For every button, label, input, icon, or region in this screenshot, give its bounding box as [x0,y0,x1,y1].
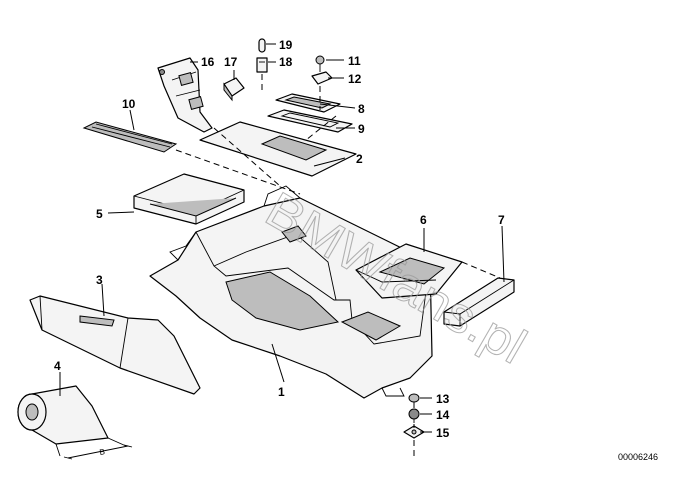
part-2-cover [199,121,357,177]
part-13-nut [408,393,420,403]
part-1-console [149,185,433,399]
callout-19: 19 [279,38,293,52]
part-7-trim [443,277,515,327]
callout-14: 14 [436,408,450,422]
part-19-bulb [258,38,266,53]
part-8-strip [275,93,341,113]
diagram-code: 00006246 [618,452,658,462]
callout-13: 13 [436,392,450,406]
part-3-trim [29,295,201,395]
callout-9: 9 [358,122,365,136]
callout-2: 2 [356,152,363,166]
callout-7: 7 [498,213,505,227]
part-10-trim [82,121,178,153]
callout-17: 17 [224,55,238,69]
callout-labels: 1 2 3 4 5 6 7 8 9 10 11 12 13 14 15 16 1… [54,38,505,457]
part-6-insert [355,243,463,299]
dimension-label: B [99,447,106,457]
part-16-bracket [157,57,213,133]
callout-11: 11 [348,54,361,68]
part-14-grommet [408,408,420,423]
callout-10: 10 [122,97,136,111]
part-17-switch [223,77,245,102]
callout-18: 18 [279,55,293,69]
callout-12: 12 [348,72,362,86]
part-4-roll [17,385,133,460]
callout-16: 16 [201,55,215,69]
part-9-bezel [267,109,353,133]
leader-lines [59,43,505,433]
callout-6: 6 [420,213,427,227]
callout-8: 8 [358,102,365,116]
callout-4: 4 [54,359,61,373]
callout-5: 5 [96,207,103,221]
part-11-screw [315,55,325,72]
assembly-lines [175,74,501,458]
callout-15: 15 [436,426,450,440]
part-18-socket [256,57,268,73]
callout-3: 3 [96,273,103,287]
callout-1: 1 [278,385,285,399]
part-5-tray [133,173,245,225]
